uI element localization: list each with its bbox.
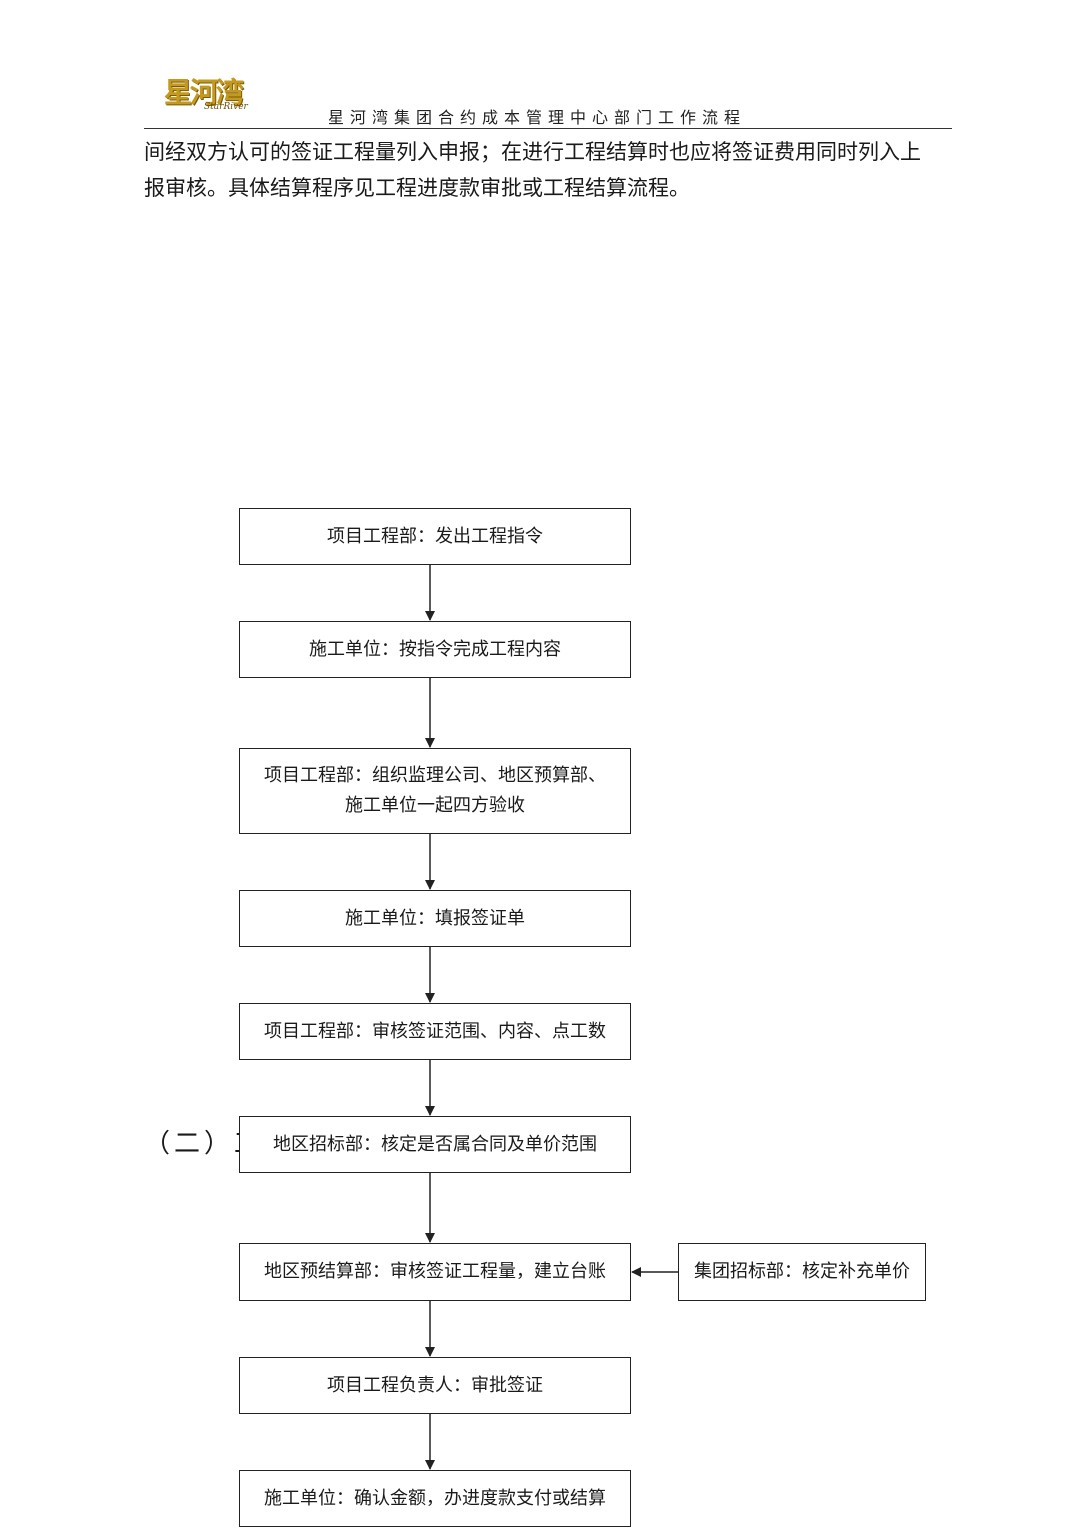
flow-step-5-text: 项目工程部：审核签证范围、内容、点工数 bbox=[264, 1020, 606, 1042]
flow-step-9-text: 施工单位：确认金额，办进度款支付或结算 bbox=[264, 1487, 606, 1509]
logo-wordmark: 星河湾 bbox=[164, 76, 244, 109]
body-paragraph: 间经双方认可的签证工程量列入申报；在进行工程结算时也应将签证费用同时列入上 报审… bbox=[144, 134, 956, 206]
flow-step-6: 地区招标部：核定是否属合同及单价范围 bbox=[239, 1116, 631, 1173]
flow-step-4: 施工单位：填报签证单 bbox=[239, 890, 631, 947]
flow-step-7: 地区预结算部：审核签证工程量，建立台账 bbox=[239, 1243, 631, 1301]
flow-step-1: 项目工程部：发出工程指令 bbox=[239, 508, 631, 565]
header-divider bbox=[144, 128, 952, 129]
flow-step-2: 施工单位：按指令完成工程内容 bbox=[239, 621, 631, 678]
flow-step-3-text-line-1: 项目工程部：组织监理公司、地区预算部、 bbox=[264, 765, 606, 786]
flow-step-8: 项目工程负责人：审批签证 bbox=[239, 1357, 631, 1414]
flow-step-1-text: 项目工程部：发出工程指令 bbox=[327, 525, 543, 547]
flow-step-8-text: 项目工程负责人：审批签证 bbox=[327, 1374, 543, 1396]
flow-step-9: 施工单位：确认金额，办进度款支付或结算 bbox=[239, 1470, 631, 1527]
flow-step-3-text-line-2: 施工单位一起四方验收 bbox=[345, 795, 525, 816]
flow-step-7-text: 地区预结算部：审核签证工程量，建立台账 bbox=[264, 1261, 606, 1282]
body-line-1: 间经双方认可的签证工程量列入申报；在进行工程结算时也应将签证费用同时列入上 bbox=[144, 140, 921, 164]
flow-step-6-text: 地区招标部：核定是否属合同及单价范围 bbox=[273, 1133, 597, 1155]
flow-step-3: 项目工程部：组织监理公司、地区预算部、 施工单位一起四方验收 bbox=[239, 748, 631, 834]
company-logo: 星河湾 StarRiver bbox=[146, 78, 270, 122]
flow-side-step-text: 集团招标部：核定补充单价 bbox=[694, 1261, 910, 1282]
body-line-2: 报审核。具体结算程序见工程进度款审批或工程结算流程。 bbox=[144, 176, 690, 200]
logo-subtitle: StarRiver bbox=[204, 102, 248, 112]
flow-step-2-text: 施工单位：按指令完成工程内容 bbox=[309, 638, 561, 660]
flow-side-step: 集团招标部：核定补充单价 bbox=[678, 1243, 926, 1301]
flow-step-4-text: 施工单位：填报签证单 bbox=[345, 907, 525, 929]
flow-step-5: 项目工程部：审核签证范围、内容、点工数 bbox=[239, 1003, 631, 1060]
header-title: 星河湾集团合约成本管理中心部门工作流程 bbox=[328, 108, 747, 127]
